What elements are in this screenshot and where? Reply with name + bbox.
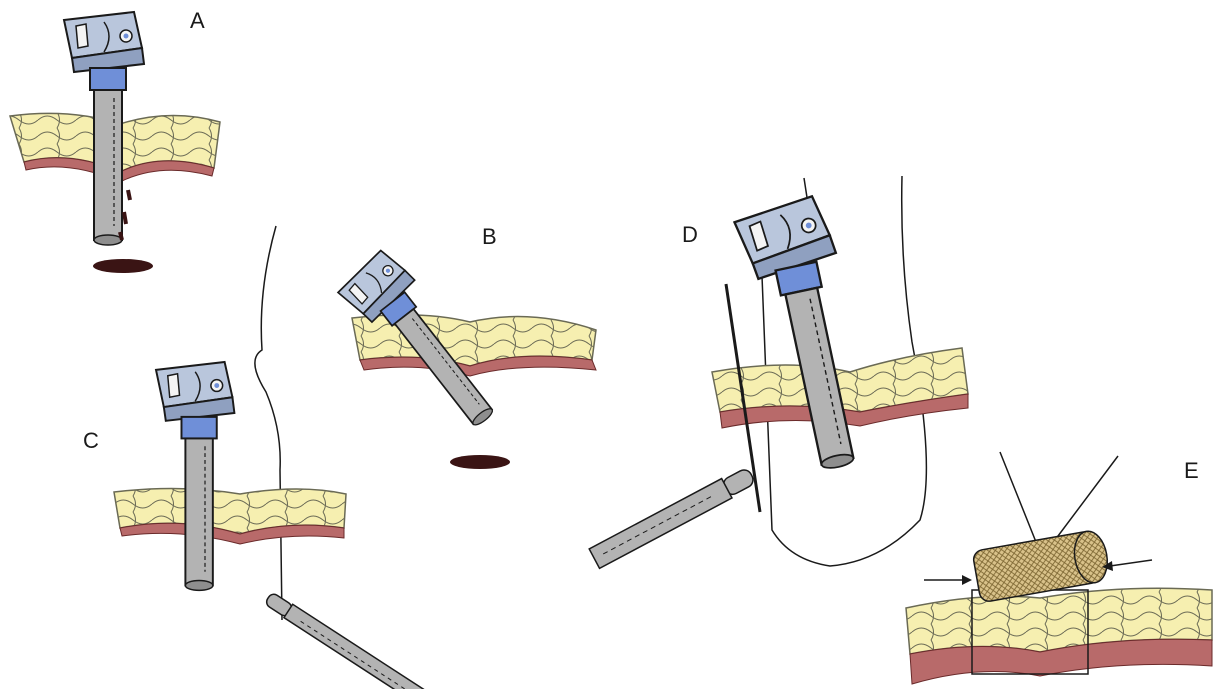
- blood-drops: [118, 189, 132, 241]
- needle-driver-c: [265, 593, 445, 694]
- panel-label-a: A: [190, 8, 205, 33]
- panel-b: [333, 244, 597, 469]
- panel-a: [9, 11, 221, 273]
- compression-arrow-left: [924, 575, 972, 585]
- blood-pool-b: [450, 455, 510, 469]
- panel-c: [113, 225, 445, 694]
- panel-e: [905, 451, 1213, 685]
- panel-label-d: D: [682, 222, 698, 247]
- needle-driver-d: [588, 469, 754, 570]
- blood-pool-a: [93, 259, 153, 273]
- suture-loop-d: [761, 175, 928, 567]
- bolster-roll: [972, 530, 1109, 602]
- suture-needle-d: [724, 283, 762, 513]
- panel-d: [588, 175, 969, 570]
- trocar-device-d: [731, 192, 881, 479]
- panel-label-b: B: [482, 224, 497, 249]
- compression-arrow-right: [1102, 559, 1153, 571]
- panel-label-c: C: [83, 428, 99, 453]
- suture-line-c: [254, 225, 283, 621]
- muscle-layer-e: [909, 638, 1213, 685]
- trocar-device-c: [155, 361, 236, 592]
- muscle-layer-a: [23, 157, 215, 183]
- panel-label-e: E: [1184, 458, 1199, 483]
